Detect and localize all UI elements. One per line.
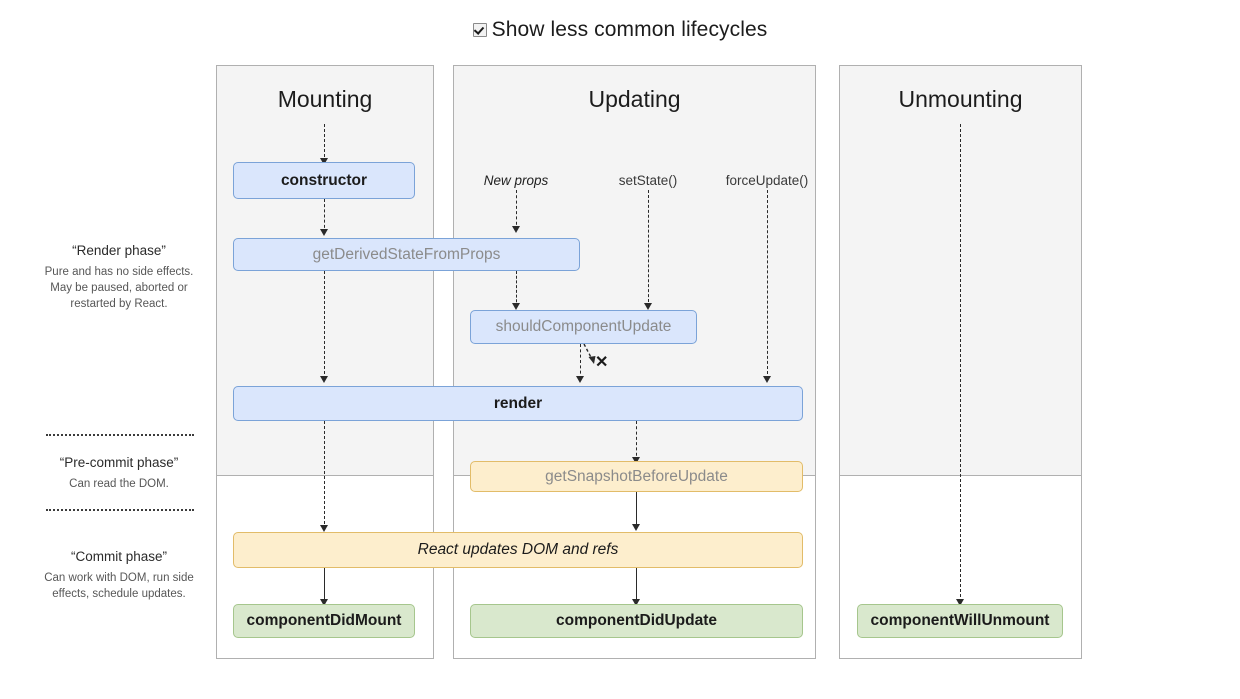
column-mounting: Mounting [216,65,434,659]
arrowhead [320,158,328,165]
phase-description: Pure and has no side effects. May be pau… [44,266,194,310]
arrowhead [632,457,640,464]
arrowhead [512,226,520,233]
phase-legend-pre-commit: “Pre-commit phase” Can read the DOM. [34,455,204,492]
edge-forceupdate-to-render [767,190,768,379]
phase-description: Can read the DOM. [69,478,169,490]
edge-scu-to-render [580,344,581,379]
arrowhead [512,303,520,310]
edge-snapshot-to-dom-update [636,492,637,528]
edge-start-to-will-unmount [960,124,961,602]
edge-render-to-dom-update-mounting [324,421,325,529]
toggle-label: Show less common lifecycles [491,17,768,41]
edge-render-to-snapshot [636,421,637,461]
trigger-new-props: New props [483,173,549,188]
show-less-common-toggle[interactable]: Show less common lifecycles [0,12,1240,46]
bail-out-mark: ✕ [595,354,609,371]
arrowhead [644,303,652,310]
node-get-derived-state-from-props[interactable]: getDerivedStateFromProps [233,238,580,271]
column-updating: Updating [453,65,816,659]
phase-legend-commit: “Commit phase” Can work with DOM, run si… [34,549,204,602]
edge-new-props-to-gdsfp [516,190,517,230]
node-component-will-unmount[interactable]: componentWillUnmount [857,604,1063,638]
checkbox-checked-icon[interactable] [472,23,487,37]
phase-description: Can work with DOM, run side effects, sch… [44,572,194,600]
node-component-did-mount[interactable]: componentDidMount [233,604,415,638]
edge-gdsfp-to-scu [516,271,517,307]
arrowhead [956,599,964,606]
node-component-did-update[interactable]: componentDidUpdate [470,604,803,638]
phase-title: “Pre-commit phase” [59,455,179,470]
edge-dom-update-to-did-mount [324,568,325,602]
column-title-unmounting: Unmounting [898,86,1023,112]
phase-legend-render: “Render phase” Pure and has no side effe… [34,243,204,312]
arrowhead [320,525,328,532]
trigger-force-update: forceUpdate() [725,173,809,188]
edge-setstate-to-scu [648,190,649,307]
edge-scu-bailout [583,343,596,364]
edge-constructor-to-gdsfp [324,199,325,233]
phase-title: “Render phase” [72,243,166,258]
phase-title: “Commit phase” [70,549,168,564]
edge-start-to-constructor [324,124,325,162]
edge-dom-update-to-did-update [636,568,637,602]
column-title-updating: Updating [588,86,681,112]
edge-gdsfp-to-render [324,271,325,379]
arrowhead [632,524,640,531]
arrowhead [763,376,771,383]
phase-divider-bottom [46,509,194,511]
node-constructor[interactable]: constructor [233,162,415,199]
column-title-mounting: Mounting [277,86,373,112]
node-get-snapshot-before-update[interactable]: getSnapshotBeforeUpdate [470,461,803,492]
phase-divider-top [46,434,194,436]
trigger-set-state: setState() [618,173,678,188]
arrowhead [576,376,584,383]
arrowhead [320,599,328,606]
arrowhead [320,229,328,236]
node-should-component-update[interactable]: shouldComponentUpdate [470,310,697,344]
node-render[interactable]: render [233,386,803,421]
node-react-updates-dom-and-refs[interactable]: React updates DOM and refs [233,532,803,568]
arrowhead [632,599,640,606]
arrowhead [320,376,328,383]
